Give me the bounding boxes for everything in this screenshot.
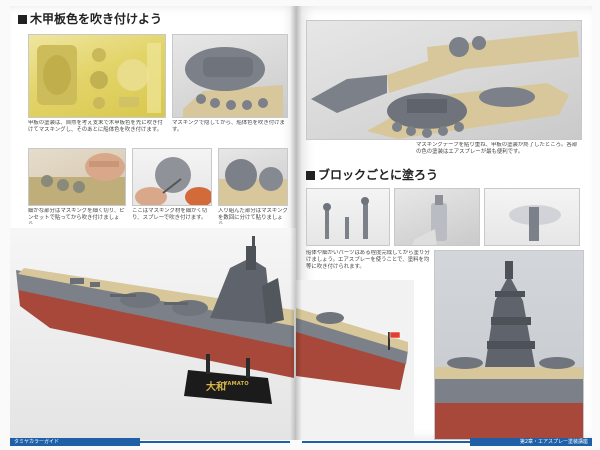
photo-sprayed-part (484, 188, 580, 246)
caption-6: マスキングテープを貼り重ね、甲板の塗装が終了したところ。各部の色の塗装はエアスプ… (416, 142, 578, 155)
masked-deck-illustration (37, 43, 161, 113)
caption-1: 甲板の塗装は、自然を考え支末で木甲板色を先に吹き付けてマスキングし、そのあとに船… (28, 120, 163, 133)
footer-right-rule (302, 441, 470, 443)
footer-right-label: 第2章・エアスプレー塗装講座 (470, 438, 592, 446)
photo-painted-deck-parts (306, 20, 582, 140)
painted-deck-illustration (311, 31, 579, 139)
page-gutter-shadow (290, 6, 302, 440)
caption-4: ここはマスキング材を細かく切り、スプレーで吹き付けます。 (132, 208, 208, 221)
ship-bridge-illustration (435, 261, 583, 439)
turret-mask-illustration (219, 159, 287, 205)
sprayed-part-illustration (509, 205, 561, 241)
left-section-heading: 木甲板色を吹き付けよう (18, 12, 162, 26)
caption-3: 細かな部分はマスキングを細く切り、ピンセットで貼ってから吹き付けましょう。 (28, 208, 125, 224)
model-nameplate-kanji: 大和 (206, 382, 226, 393)
grey-deck-illustration (183, 47, 283, 117)
right-heading-text: ブロックごとに塗ろう (318, 168, 439, 182)
photo-cutting-mask (132, 148, 212, 206)
photo-spray-can (394, 188, 480, 246)
square-bullet-icon (18, 15, 27, 24)
spray-can-illustration (412, 195, 447, 245)
photo-ship-bridge (434, 250, 584, 440)
ship-bow-illustration (296, 280, 414, 440)
photo-battleship-model: 大和 YAMATO (10, 228, 296, 440)
footer-left-rule (140, 441, 290, 443)
hand-masking-illustration (29, 153, 125, 205)
photo-small-parts (306, 188, 390, 246)
left-page: 木甲板色を吹き付けよう (10, 6, 296, 440)
caption-2: マスキングで隠してから、船体色を吹き付けます。 (172, 120, 285, 133)
battleship-model-illustration (10, 228, 296, 440)
photo-ship-bow (296, 280, 414, 440)
caption-7: 船体や細かいパーツはある程度完成してから塗り分けましょう。エアスプレーを使うこと… (306, 250, 430, 270)
caption-5: 入り組んだ部分はマスキングを数回に分けて貼りましょう。 (218, 208, 288, 224)
left-heading-text: 木甲板色を吹き付けよう (30, 12, 163, 26)
right-section-heading: ブロックごとに塗ろう (306, 168, 438, 182)
photo-masked-deck-parts (28, 34, 166, 118)
footer-left-label: タミヤカラーガイド (10, 438, 140, 446)
right-page: マスキングテープを貼り重ね、甲板の塗装が終了したところ。各部の色の塗装はエアスプ… (296, 6, 592, 440)
small-parts-illustration (323, 197, 369, 239)
model-nameplate-label: YAMATO (224, 381, 249, 387)
square-bullet-icon (306, 171, 315, 180)
photo-grey-deck (172, 34, 288, 118)
photo-hand-masking (28, 148, 126, 206)
cutting-mask-illustration (135, 157, 211, 205)
photo-turret-mask (218, 148, 288, 206)
